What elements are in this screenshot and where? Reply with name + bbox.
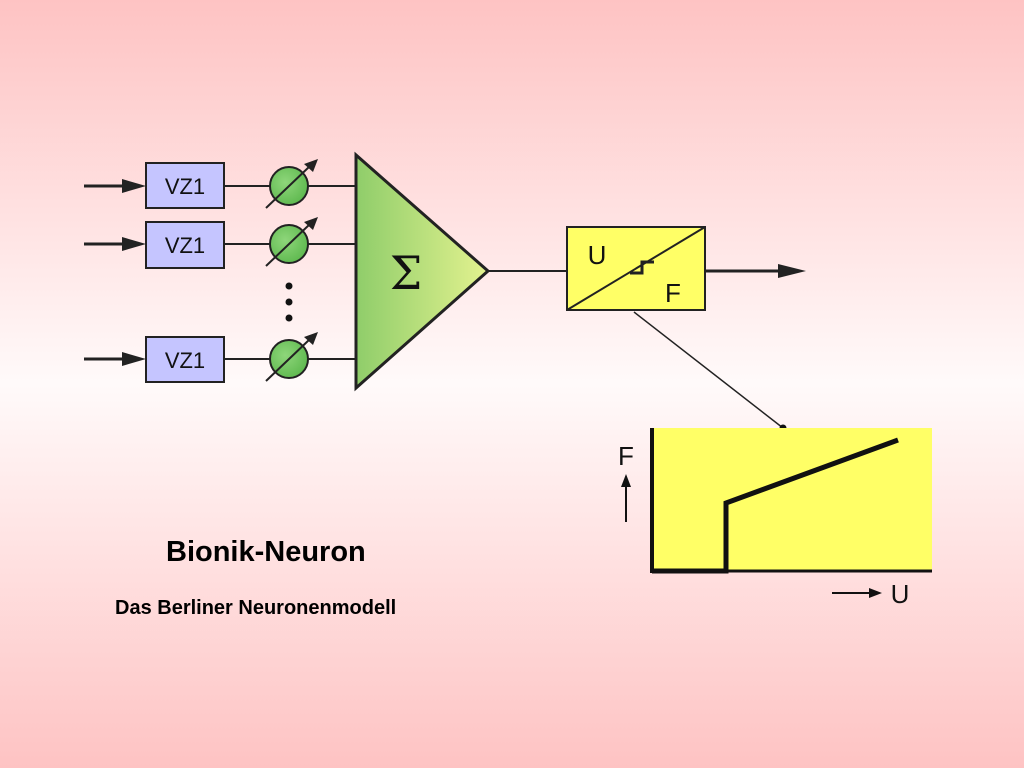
characteristic-curve — [652, 437, 899, 574]
x-axis-label-group: U — [832, 579, 909, 609]
delay-block-label: VZ1 — [165, 348, 205, 373]
voltage-frequency-converter: U F — [566, 226, 706, 311]
sigma-symbol: Σ — [390, 246, 423, 300]
summation-amplifier: Σ — [354, 151, 491, 392]
ellipsis-dots-icon — [285, 282, 293, 322]
x-axis-label: U — [891, 579, 910, 609]
adjustable-weight-3 — [265, 332, 318, 382]
delay-block-label: VZ1 — [165, 233, 205, 258]
input-arrow-2 — [84, 237, 146, 251]
adjustable-weight-2 — [265, 217, 318, 267]
input-arrow-1 — [84, 179, 146, 193]
delay-block-3: VZ1 — [145, 336, 225, 383]
output-arrow — [705, 264, 806, 278]
step-symbol-icon — [630, 260, 654, 275]
y-axis-label-group: F — [618, 441, 634, 522]
leader-line — [633, 311, 787, 432]
y-axis-label: F — [618, 441, 634, 471]
converter-input-label: U — [588, 240, 607, 270]
delay-block-1: VZ1 — [145, 162, 225, 209]
adjustable-weight-1 — [265, 159, 318, 209]
delay-block-label: VZ1 — [165, 174, 205, 199]
page-title: Bionik-Neuron — [166, 536, 366, 568]
delay-block-2: VZ1 — [145, 221, 225, 269]
input-arrow-3 — [84, 352, 146, 366]
converter-output-label: F — [665, 278, 681, 308]
transfer-characteristic-plot — [650, 428, 932, 574]
connection-lines — [224, 185, 356, 360]
page-subtitle: Das Berliner Neuronenmodell — [115, 597, 397, 619]
